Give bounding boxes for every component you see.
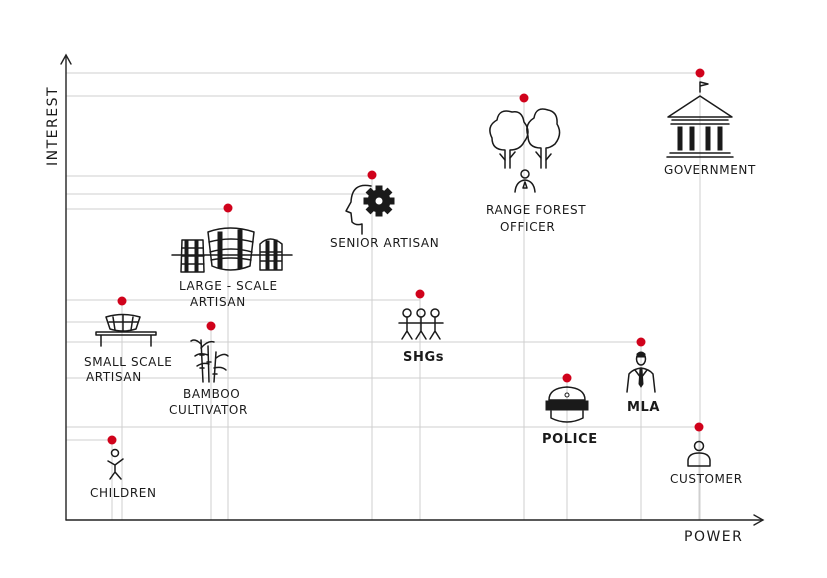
bamboo-cultivator-marker	[206, 321, 216, 331]
large-scale-artisan-marker	[223, 203, 233, 213]
range-forest-officer-label-line-2: OFFICER	[500, 220, 555, 234]
children-marker	[107, 435, 117, 445]
mla-marker	[636, 337, 646, 347]
small-scale-artisan-label-line-2: ARTISAN	[86, 370, 142, 384]
stakeholder-range-forest-officer: RANGE FOREST OFFICER	[486, 93, 586, 234]
y-axis-arrow	[60, 53, 72, 65]
customer-label: CUSTOMER	[670, 472, 743, 486]
range-forest-officer-marker	[519, 93, 529, 103]
shgs-marker	[415, 289, 425, 299]
customer-marker	[694, 422, 704, 432]
large-scale-artisan-label-line-1: LARGE - SCALE	[179, 279, 278, 293]
government-label: GOVERNMENT	[664, 163, 756, 177]
police-cap-icon	[545, 386, 589, 423]
group-people-icon	[398, 308, 444, 340]
children-label: CHILDREN	[90, 486, 157, 500]
head-gear-icon	[345, 184, 395, 235]
government-building-icon	[666, 81, 734, 158]
stakeholder-police: POLICE	[542, 373, 598, 447]
child-icon	[107, 448, 124, 480]
small-scale-artisan-label-line-1: SMALL SCALE	[84, 355, 172, 369]
stakeholder-senior-artisan: SENIOR ARTISAN	[330, 170, 439, 250]
horizontal-grid-lines	[66, 72, 700, 441]
stakeholder-children: CHILDREN	[90, 435, 157, 500]
government-marker	[695, 68, 705, 78]
basket-on-table-icon	[95, 313, 157, 347]
x-axis-label: POWER	[684, 529, 743, 545]
trees-officer-icon	[489, 108, 561, 193]
stakeholder-small-scale-artisan: SMALL SCALE ARTISAN	[84, 296, 172, 384]
stakeholder-customer: CUSTOMER	[670, 422, 743, 486]
bamboo-icon	[190, 339, 229, 383]
stakeholder-shgs: SHGs	[398, 289, 444, 365]
stakeholder-bamboo-cultivator: BAMBOO CULTIVATOR	[169, 321, 248, 417]
police-marker	[562, 373, 572, 383]
stakeholder-government: GOVERNMENT	[664, 68, 756, 177]
stakeholder-large-scale-artisan: LARGE - SCALE ARTISAN	[171, 203, 293, 309]
bamboo-cultivator-label-line-2: CULTIVATOR	[169, 403, 248, 417]
baskets-icon	[171, 227, 293, 273]
senior-artisan-label: SENIOR ARTISAN	[330, 236, 439, 250]
customer-icon	[687, 440, 711, 467]
large-scale-artisan-label-line-2: ARTISAN	[190, 295, 246, 309]
senior-artisan-marker	[367, 170, 377, 180]
range-forest-officer-label-line-1: RANGE FOREST	[486, 203, 586, 217]
x-axis-arrow	[753, 514, 765, 526]
police-label: POLICE	[542, 432, 598, 447]
axes: INTEREST POWER	[45, 53, 765, 545]
bamboo-cultivator-label-line-1: BAMBOO	[183, 387, 240, 401]
y-axis-label: INTEREST	[45, 86, 61, 166]
shgs-label: SHGs	[403, 350, 444, 365]
politician-icon	[626, 351, 656, 393]
mla-label: MLA	[627, 400, 660, 415]
small-scale-artisan-marker	[117, 296, 127, 306]
stakeholder-mla: MLA	[626, 337, 660, 415]
